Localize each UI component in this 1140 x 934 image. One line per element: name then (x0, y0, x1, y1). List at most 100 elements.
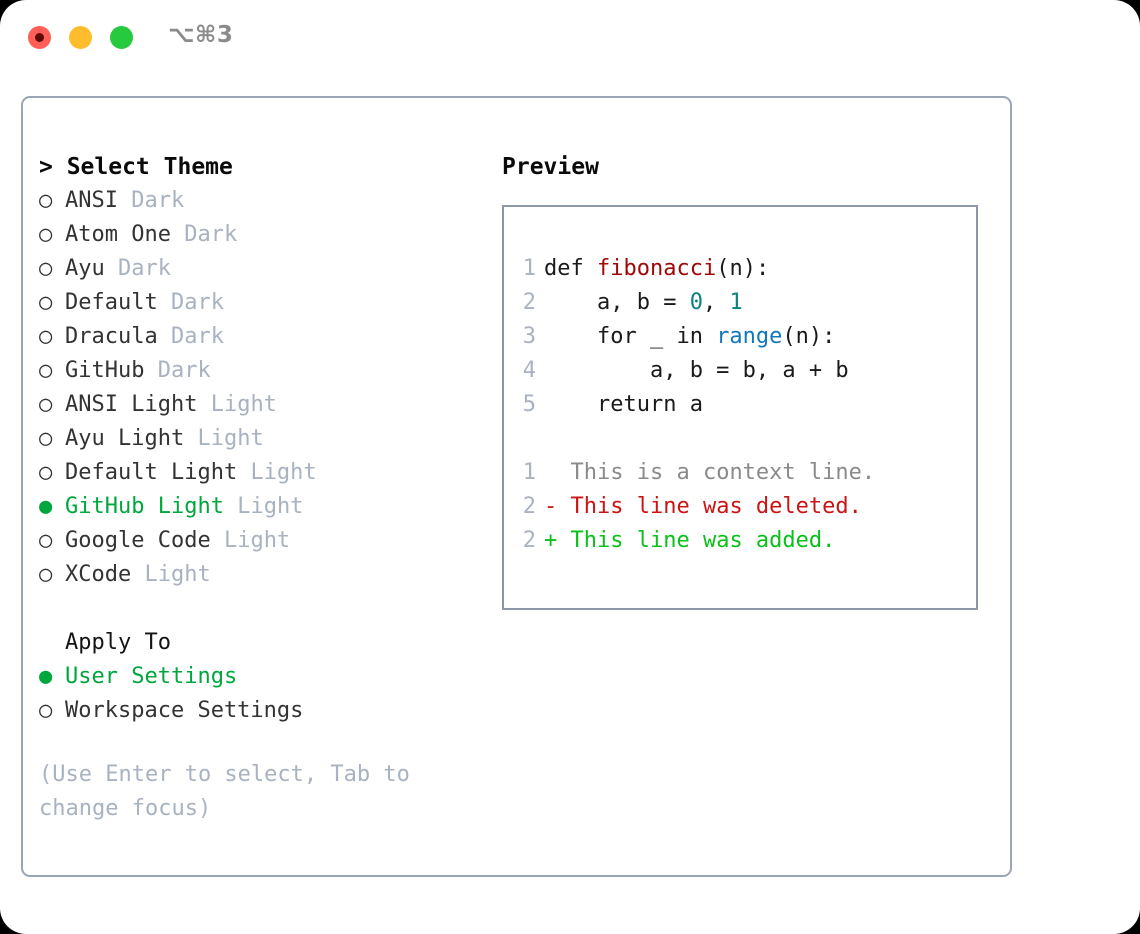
theme-option-default-light[interactable]: ○ Default Light Light (39, 456, 489, 490)
theme-option-kind: Light (250, 460, 317, 485)
line-number: 5 (522, 392, 536, 417)
diff-line-add: 2 + This line was added. (504, 524, 976, 558)
diff-marker: - (544, 494, 571, 519)
code-token-plain: , (702, 290, 730, 315)
radio-unselected-icon: ○ (39, 528, 53, 553)
title-bar: ⌥⌘3 (0, 0, 1140, 78)
line-number: 2 (522, 290, 536, 315)
main-panel: > Select Theme ○ANSI Dark○Atom One Dark○… (21, 96, 1012, 877)
theme-option-ayu[interactable]: ○Ayu Dark (39, 252, 489, 286)
diff-text: This line was added. (570, 528, 836, 553)
theme-option-ayu-light[interactable]: ○ Ayu Light Light (39, 422, 489, 456)
line-number: 1 (522, 256, 536, 281)
theme-option-label: Default Light (65, 460, 238, 485)
line-number: 2 (522, 494, 536, 519)
diff-marker (544, 460, 571, 485)
theme-option-google-code[interactable]: ○ Google Code Light (39, 524, 489, 558)
code-token-plain: a, b = b, a + b (544, 358, 849, 383)
theme-option-label: Ayu (65, 256, 105, 281)
theme-option-label: ANSI (65, 188, 118, 213)
code-token-fn: fibonacci (596, 256, 717, 281)
apply-to-option-label: User Settings (65, 664, 238, 689)
minimize-button[interactable] (69, 26, 92, 49)
radio-unselected-icon: ○ (39, 324, 53, 349)
theme-option-label: Ayu Light (65, 426, 185, 451)
theme-option-xcode[interactable]: ○ XCode Light (39, 558, 489, 592)
radio-unselected-icon: ○ (39, 222, 53, 247)
theme-option-kind: Dark (131, 188, 185, 213)
radio-unselected-icon: ○ (39, 392, 53, 417)
theme-option-kind: Light (210, 392, 277, 417)
theme-option-kind: Dark (170, 290, 224, 315)
line-number: 2 (522, 528, 536, 553)
apply-to-option-workspace-settings[interactable]: ○ Workspace Settings (39, 694, 489, 728)
radio-unselected-icon: ○ (39, 698, 53, 723)
theme-option-github-light[interactable]: ● GitHub Light Light (39, 490, 489, 524)
radio-selected-icon: ● (39, 494, 53, 519)
theme-option-label: Dracula (65, 324, 158, 349)
diff-line-ctx: 1 This is a context line. (504, 456, 976, 490)
diff-sample: 1 This is a context line.2- This line wa… (504, 456, 976, 558)
theme-option-kind: Light (237, 494, 304, 519)
theme-option-ansi-light[interactable]: ○ ANSI Light Light (39, 388, 489, 422)
keyboard-hint: (Use Enter to select, Tab to change focu… (39, 762, 410, 821)
radio-unselected-icon: ○ (39, 460, 53, 485)
code-line: 3 for _ in range(n): (504, 320, 976, 354)
theme-list: ○ANSI Dark○Atom One Dark○Ayu Dark○Defaul… (39, 184, 489, 592)
theme-option-label: GitHub (65, 358, 145, 383)
line-number: 1 (522, 460, 536, 485)
theme-option-github[interactable]: ○ GitHub Dark (39, 354, 489, 388)
theme-selection-column: > Select Theme ○ANSI Dark○Atom One Dark○… (39, 150, 489, 826)
window-title: ⌥⌘3 (168, 22, 234, 48)
zoom-button[interactable] (110, 26, 133, 49)
radio-unselected-icon: ○ (39, 358, 53, 383)
theme-option-default[interactable]: ○ Default Dark (39, 286, 489, 320)
apply-to-heading: Apply To (65, 630, 171, 655)
code-token-num: 1 (729, 290, 743, 315)
close-button[interactable] (28, 26, 51, 49)
theme-option-label: GitHub Light (65, 494, 224, 519)
theme-option-kind: Light (197, 426, 264, 451)
theme-option-dracula[interactable]: ○ Dracula Dark (39, 320, 489, 354)
theme-option-kind: Light (223, 528, 291, 553)
code-token-plain: (n): (782, 324, 836, 349)
apply-to-list: ● User Settings ○ Workspace Settings (39, 660, 489, 728)
preview-heading: Preview (502, 154, 599, 180)
radio-selected-icon: ● (39, 664, 53, 689)
code-token-plain: return a (544, 392, 703, 417)
code-token-plain: a, b = (544, 290, 690, 315)
code-line: 4 a, b = b, a + b (504, 354, 976, 388)
radio-unselected-icon: ○ (39, 290, 53, 315)
apply-to-option-user-settings[interactable]: ● User Settings (39, 660, 489, 694)
theme-option-label: ANSI Light (65, 392, 198, 417)
code-token-kwfn: range (716, 324, 783, 349)
diff-marker: + (544, 528, 571, 553)
diff-text: This is a context line. (570, 460, 876, 485)
theme-option-label: Default (65, 290, 158, 315)
code-token-num: 0 (689, 290, 703, 315)
theme-option-label: Atom One (65, 222, 171, 247)
theme-option-kind: Dark (157, 358, 211, 383)
theme-option-label: Google Code (65, 528, 211, 553)
code-token-plain: def (544, 256, 597, 281)
apply-to-option-label: Workspace Settings (65, 698, 304, 723)
select-theme-heading: > Select Theme (39, 154, 233, 180)
traffic-light-group (28, 26, 133, 49)
radio-unselected-icon: ○ (39, 562, 53, 587)
theme-option-ansi[interactable]: ○ANSI Dark (39, 184, 489, 218)
code-line: 2 a, b = 0, 1 (504, 286, 976, 320)
line-number: 3 (522, 324, 536, 349)
theme-option-atom-one[interactable]: ○Atom One Dark (39, 218, 489, 252)
theme-option-kind: Light (144, 562, 211, 587)
radio-unselected-icon: ○ (39, 426, 53, 451)
theme-option-kind: Dark (170, 324, 224, 349)
theme-option-label: XCode (65, 562, 132, 587)
theme-option-kind: Dark (118, 256, 171, 281)
diff-text: This line was deleted. (570, 494, 862, 519)
diff-line-del: 2- This line was deleted. (504, 490, 976, 524)
